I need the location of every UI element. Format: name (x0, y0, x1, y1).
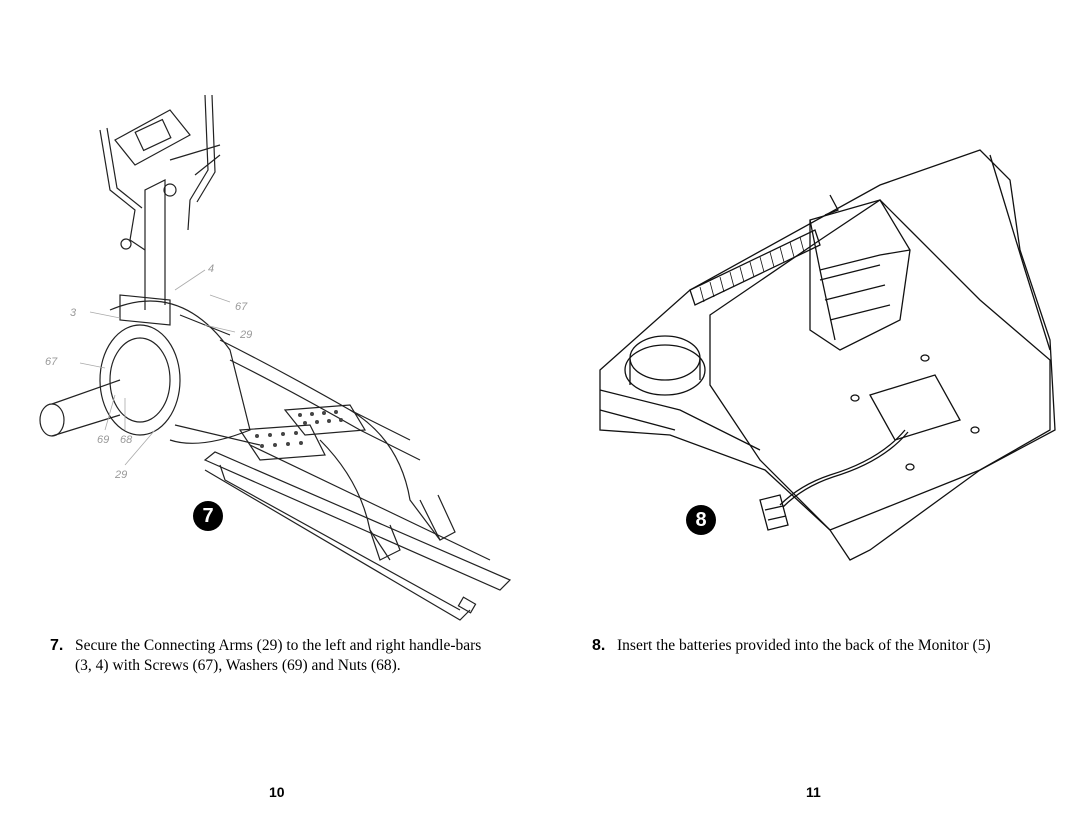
part-label: 29 (114, 469, 127, 481)
step-number: 7. (50, 637, 64, 654)
figure-number-badge: 8 (686, 505, 716, 535)
figure-number-badge: 7 (193, 501, 223, 531)
page-number: 11 (806, 784, 821, 800)
elliptical-assembly-illustration: 4 67 3 29 67 69 68 29 (20, 80, 530, 625)
part-label: 67 (235, 301, 248, 313)
monitor-battery-illustration (580, 140, 1070, 580)
part-label: 67 (45, 356, 58, 368)
part-label: 4 (208, 263, 214, 275)
step-text: Insert the batteries provided into the b… (617, 637, 991, 654)
part-label: 3 (70, 307, 77, 319)
part-label: 29 (239, 329, 252, 341)
page-number: 10 (269, 784, 285, 800)
part-label: 68 (120, 434, 133, 446)
instruction-step: 8. Insert the batteries provided into th… (592, 636, 1062, 656)
step-number: 8. (592, 637, 606, 654)
instruction-step: 7. Secure the Connecting Arms (29) to th… (50, 636, 500, 676)
part-label: 69 (97, 434, 109, 446)
step-text: Secure the Connecting Arms (29) to the l… (75, 637, 482, 674)
